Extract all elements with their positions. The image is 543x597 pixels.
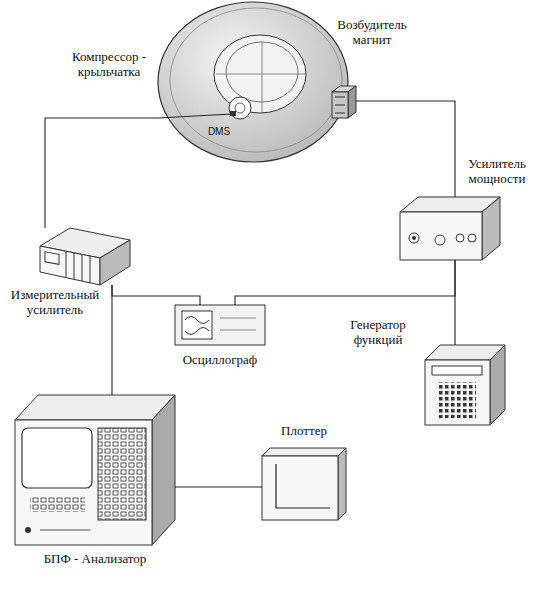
device-label: Усилитель мощности: [456, 157, 538, 187]
device-label: Измерительный усилитель: [3, 288, 107, 318]
signal-wire: [356, 101, 455, 197]
fft-analyzer: [15, 395, 175, 545]
device-label: БПФ - Анализатор: [10, 552, 180, 567]
impeller-disk: [158, 2, 348, 162]
device-label: Возбудитель магнит: [326, 18, 418, 48]
signal-wire: [111, 285, 112, 395]
signal-wire: [235, 260, 455, 305]
plotter: [262, 448, 346, 520]
signal-wire: [45, 118, 158, 228]
magnet-node: Возбудитель магнит: [332, 86, 356, 118]
signal-wire: [454, 260, 455, 345]
device-label: Компрессор - крыльчатка: [64, 50, 154, 80]
device-label: Осциллограф: [170, 353, 270, 368]
measuring-amplifier: [40, 228, 130, 285]
oscilloscope: [175, 305, 265, 345]
measuring-amp-node: Измерительный усилитель: [40, 228, 130, 285]
device-label: Плоттер: [254, 424, 354, 439]
oscilloscope-node: Осциллограф: [175, 305, 265, 345]
signal-wire: [175, 486, 262, 487]
function-generator: [425, 345, 505, 425]
plotter-node: Плоттер: [262, 448, 346, 520]
impeller-node: Компрессор - крыльчаткаDMS: [158, 2, 348, 162]
signal-wire: [112, 285, 200, 305]
fft-analyzer-node: БПФ - Анализатор: [15, 395, 175, 545]
function-generator-node: Генератор функций: [425, 345, 505, 425]
power-amplifier: [400, 197, 500, 260]
exciter-magnet: [332, 86, 356, 118]
device-label: Генератор функций: [335, 318, 421, 348]
gauge-label: DMS: [202, 126, 236, 138]
power-amp-node: Усилитель мощности: [400, 197, 500, 260]
